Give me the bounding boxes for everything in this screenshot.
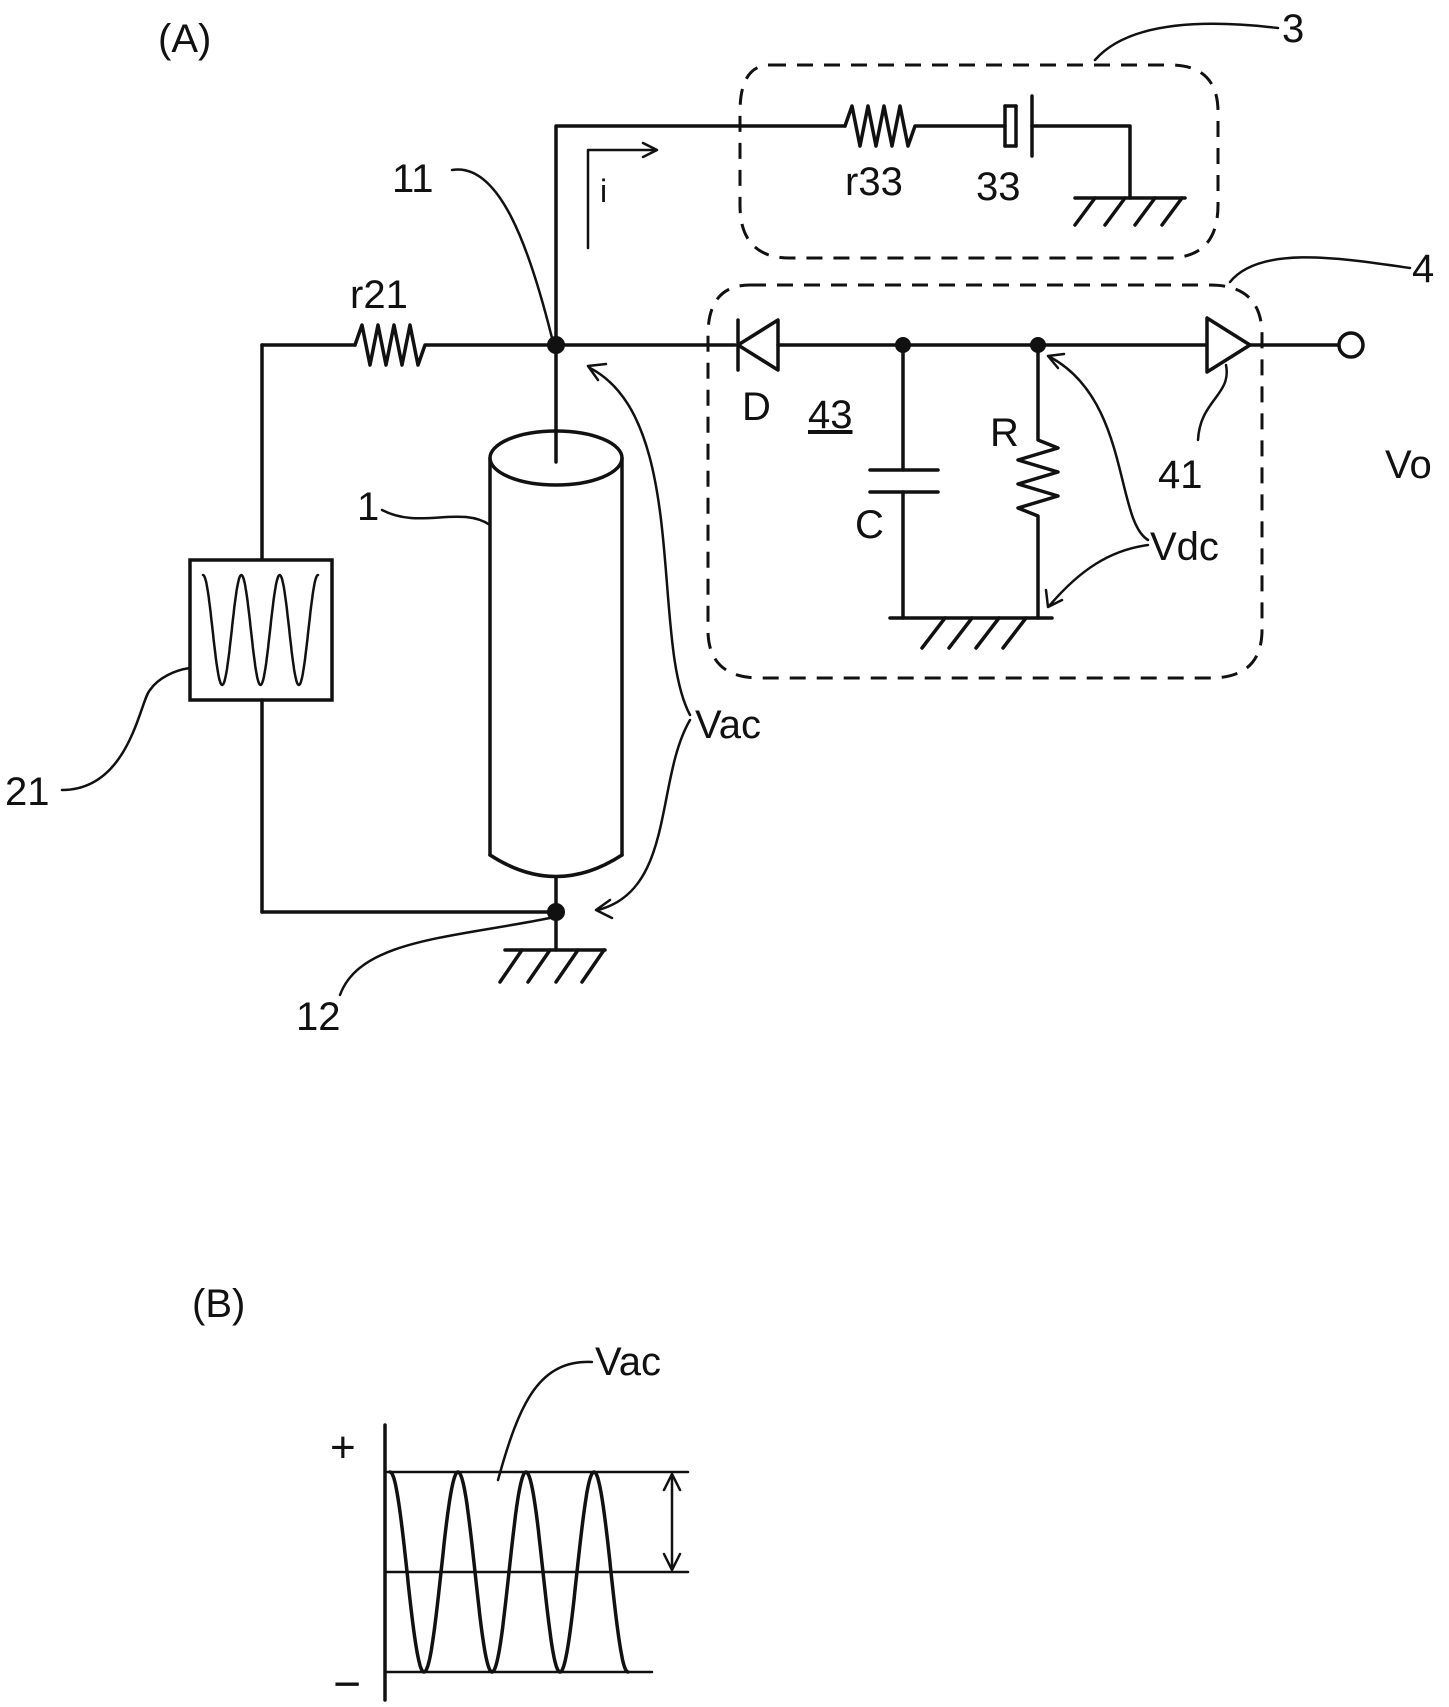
- panel-b-label: (B): [192, 1282, 245, 1326]
- sensor-1-label: 1: [357, 485, 379, 529]
- capacitor-33-label: 33: [976, 165, 1021, 209]
- block-3-label: 3: [1282, 7, 1304, 51]
- resistor-r: [1018, 345, 1058, 618]
- block-3-leader: [1095, 24, 1278, 60]
- node-12-label: 12: [296, 995, 341, 1039]
- rectifier-43-label: 43: [808, 393, 853, 437]
- source-21-label: 21: [5, 770, 50, 814]
- panel-a-label: (A): [158, 17, 211, 61]
- capacitor-label: C: [855, 503, 884, 547]
- waveform-plus-label: +: [330, 1423, 356, 1472]
- vdc-arrow-lower: [1050, 545, 1148, 605]
- waveform-minus-label: −: [333, 1658, 361, 1707]
- ac-source-21: [190, 560, 332, 700]
- resistor-r33: [845, 106, 1005, 146]
- waveform-vac-label: Vac: [595, 1340, 661, 1384]
- sensor-ground-icon: [500, 950, 605, 982]
- block-3-ground-icon: [1075, 198, 1185, 225]
- branch-wire-to-block-3: [556, 126, 845, 345]
- block-3-outline: [740, 65, 1218, 258]
- block-4-leader: [1230, 257, 1410, 282]
- current-arrow: [588, 150, 655, 248]
- node-11-label: 11: [392, 157, 434, 201]
- resistor-r21: [355, 325, 735, 365]
- sensor-body-fill: [490, 438, 622, 883]
- buffer-41-label: 41: [1158, 453, 1203, 497]
- block-4-label: 4: [1412, 247, 1434, 291]
- vdc-label: Vdc: [1150, 525, 1219, 569]
- source-21-leader: [62, 668, 190, 790]
- r33-label: r33: [845, 160, 903, 204]
- r21-label: r21: [350, 273, 408, 317]
- output-vo-label: Vo: [1385, 443, 1432, 487]
- vac-label: Vac: [695, 703, 761, 747]
- block-4-ground-icon: [922, 618, 1026, 648]
- diode-d: [738, 320, 778, 370]
- vdc-arrow-upper: [1050, 357, 1148, 540]
- waveform-vac-leader: [498, 1362, 592, 1480]
- buffer-41-leader: [1198, 365, 1227, 440]
- output-terminal: [1339, 333, 1363, 357]
- node-11-leader: [452, 169, 552, 338]
- block-3-ground-wire: [1032, 126, 1130, 198]
- current-label: i: [600, 173, 607, 209]
- resistor-label: R: [990, 411, 1019, 455]
- sensor-1-leader: [382, 510, 490, 525]
- diode-label: D: [742, 385, 771, 429]
- buffer-41: [1207, 318, 1250, 372]
